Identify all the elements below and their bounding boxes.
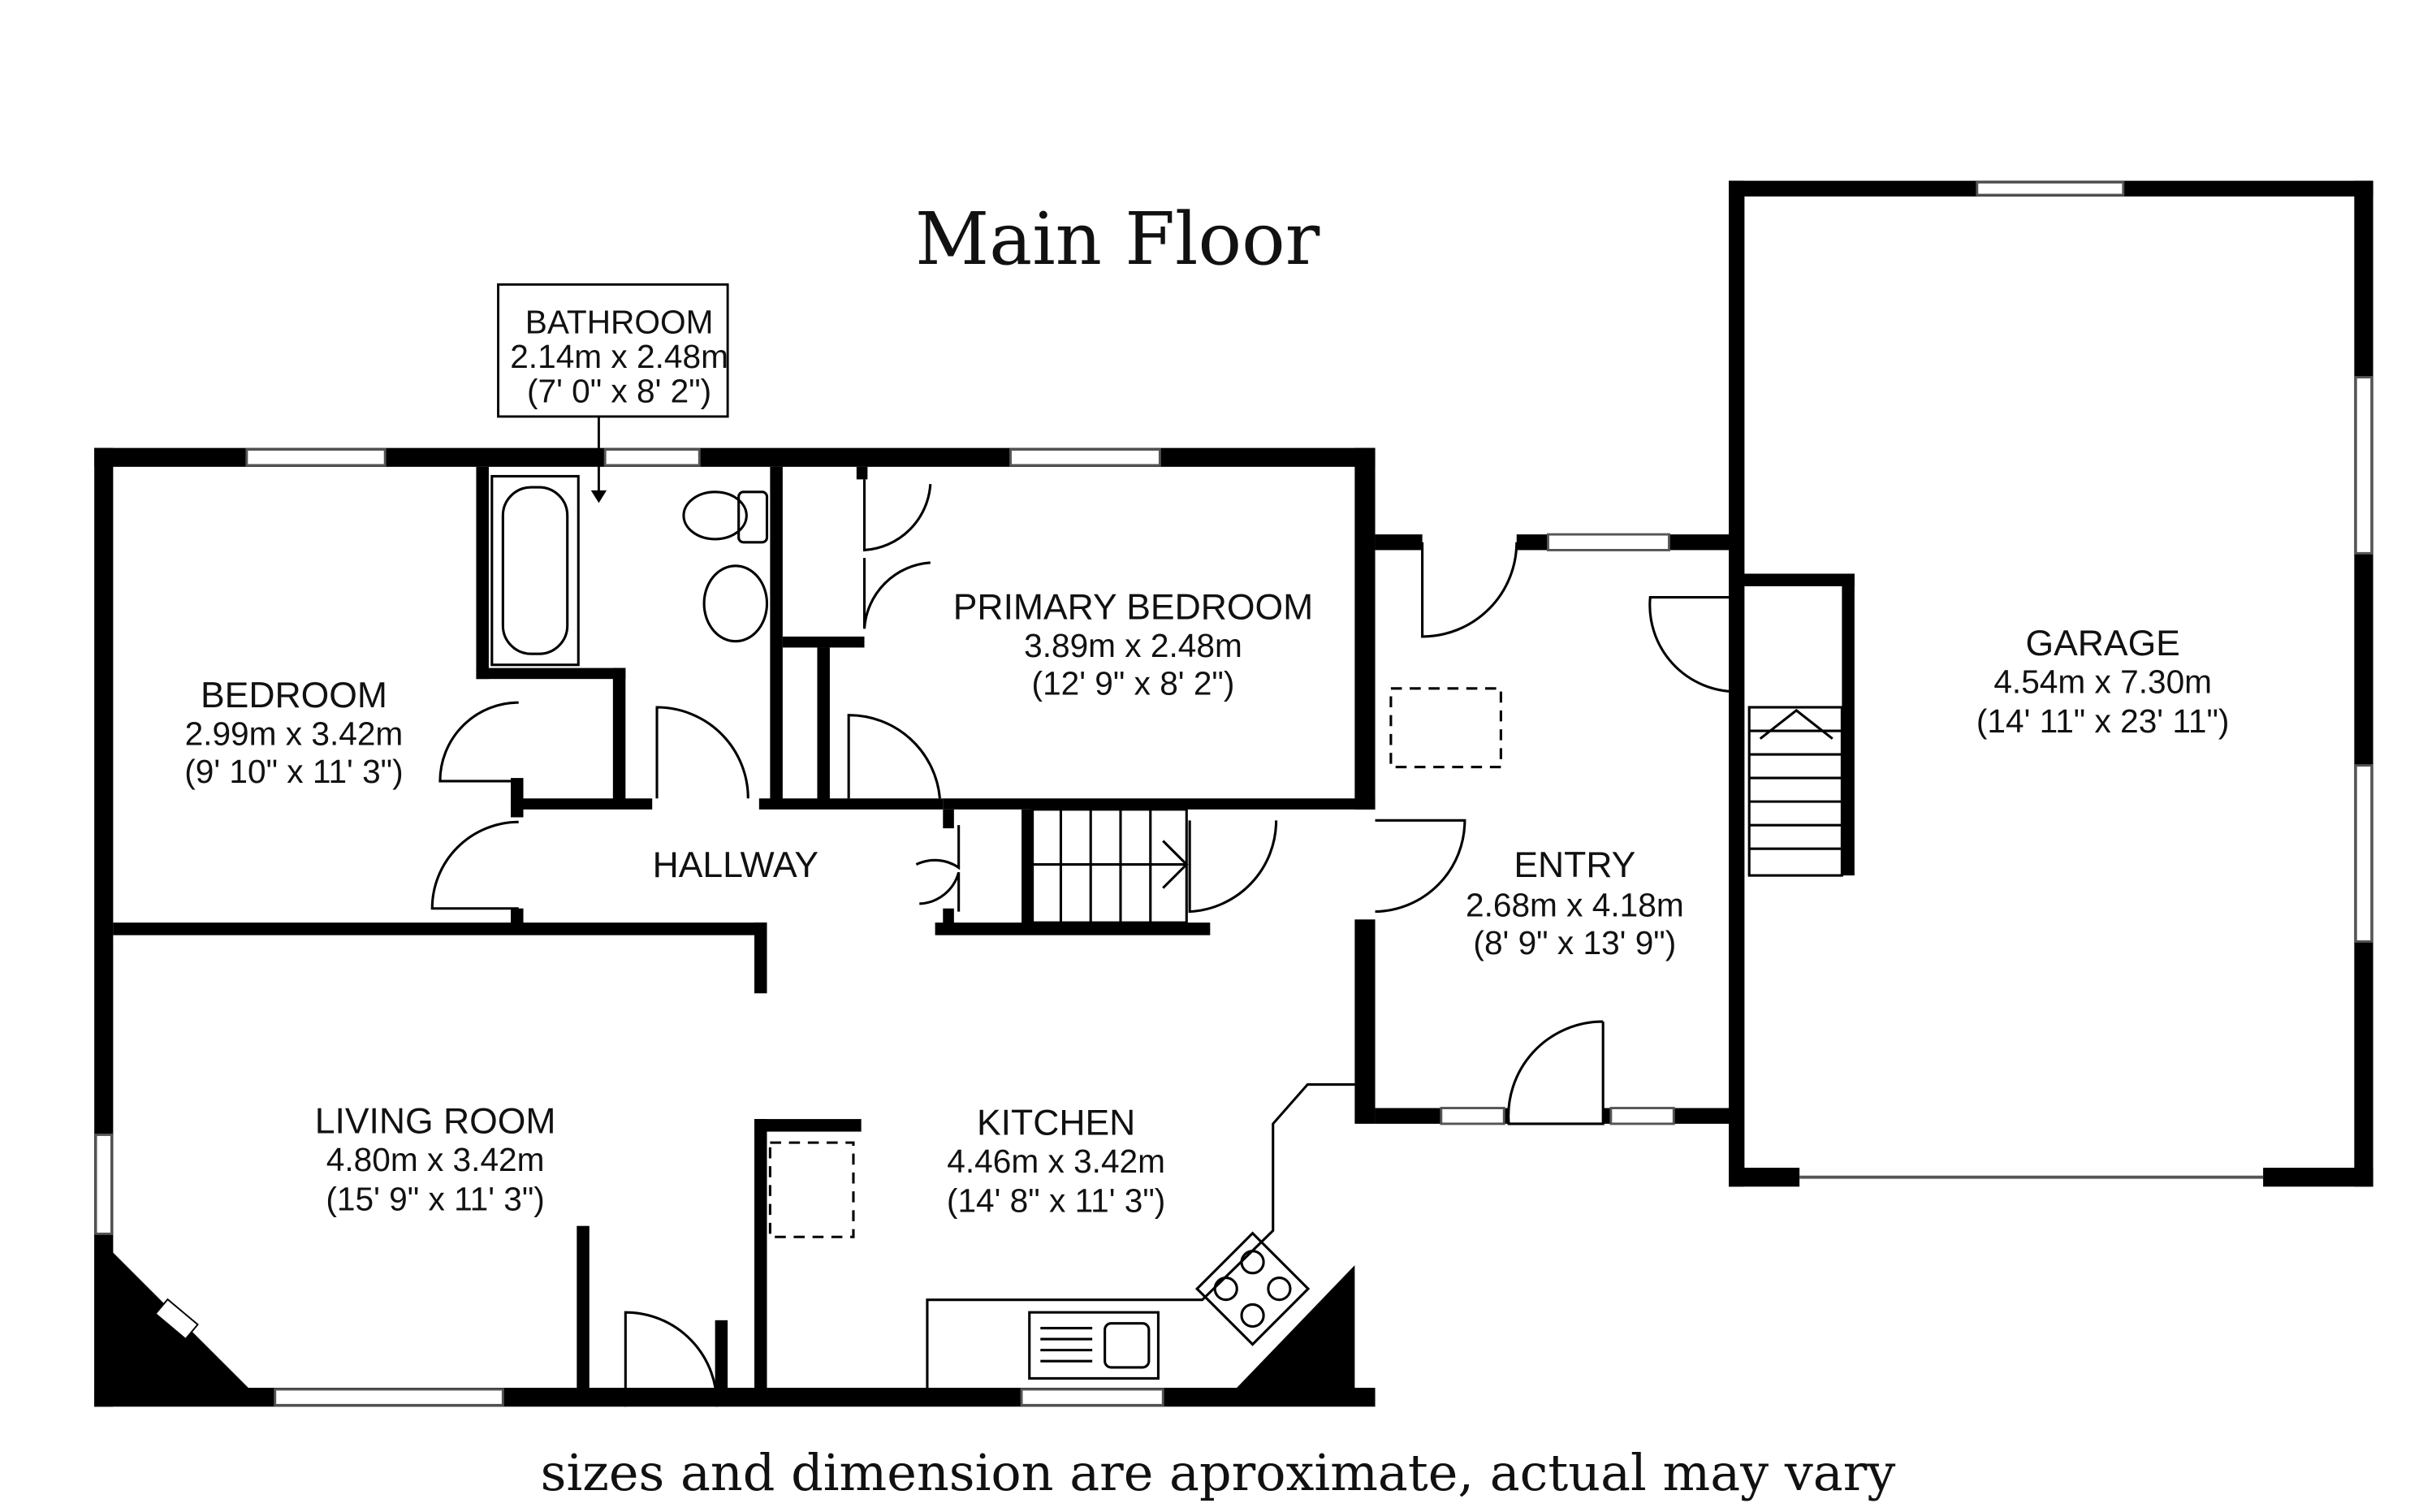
cooktop [1194, 1231, 1311, 1346]
stairs [1031, 706, 1843, 924]
windows [94, 181, 2373, 1406]
room-name: ENTRY [1514, 845, 1635, 885]
room-size-imperial: (7' 0" x 8' 2") [527, 373, 711, 410]
bathtub [490, 474, 580, 667]
room-name: PRIMARY BEDROOM [953, 588, 1313, 628]
room-size-metric: 4.54m x 7.30m [1993, 663, 2212, 701]
room-size-metric: 4.80m x 3.42m [326, 1141, 545, 1178]
room-name: HALLWAY [653, 845, 818, 885]
hatch [1389, 687, 1502, 769]
fireplace [154, 1298, 199, 1341]
room-size-metric: 2.99m x 3.42m [185, 715, 404, 752]
room-size-imperial: (14' 11" x 23' 11") [1976, 702, 2230, 740]
room-labels: BEDROOM 2.99m x 3.42m (9' 10" x 11' 3") … [184, 588, 2229, 1220]
room-name: KITCHEN [977, 1103, 1135, 1143]
room-name: BEDROOM [201, 676, 387, 715]
room-size-metric: 4.46m x 3.42m [947, 1143, 1165, 1180]
kitchen-sink [1028, 1311, 1160, 1380]
kitchen-counter [926, 1082, 1355, 1389]
page-title: Main Floor [915, 197, 1320, 281]
room-size-metric: 2.68m x 4.18m [1466, 886, 1684, 923]
room-size-imperial: (8' 9" x 13' 9") [1473, 924, 1676, 961]
room-size-imperial: (14' 8" x 11' 3") [947, 1182, 1165, 1219]
room-name: BATHROOM [525, 303, 714, 340]
toilet [682, 490, 748, 541]
room-name: LIVING ROOM [315, 1102, 556, 1142]
room-size-metric: 2.14m x 2.48m [510, 338, 728, 375]
footnote: sizes and dimension are aproximate, actu… [541, 1444, 1896, 1502]
room-size-imperial: (12' 9" x 8' 2") [1032, 665, 1235, 702]
room-size-metric: 3.89m x 2.48m [1024, 627, 1242, 664]
fixtures [154, 474, 1843, 1407]
room-size-imperial: (15' 9" x 11' 3") [326, 1180, 544, 1217]
sink [702, 564, 769, 643]
room-size-imperial: (9' 10" x 11' 3") [184, 753, 403, 790]
walls [94, 180, 2373, 1407]
bathroom-callout [497, 283, 729, 418]
room-name: GARAGE [2025, 624, 2179, 663]
hatch [768, 1141, 855, 1238]
